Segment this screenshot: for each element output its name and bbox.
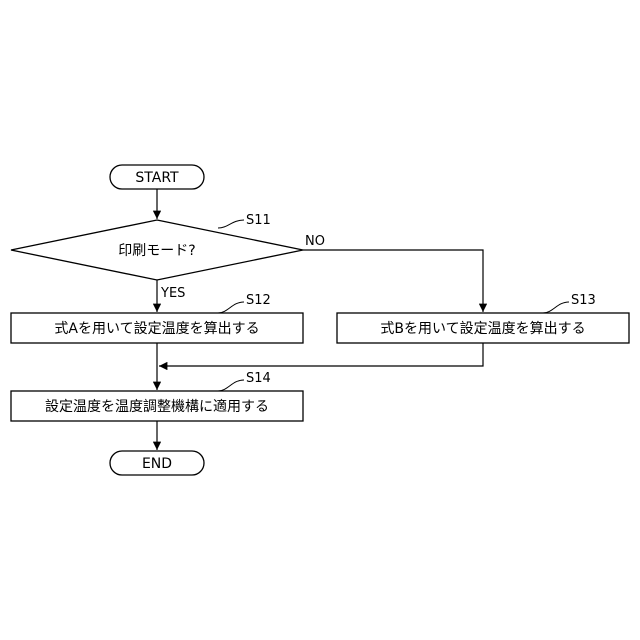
arrow-no-branch	[303, 250, 483, 312]
leader-s14	[218, 380, 244, 391]
step-label-s12: S12	[246, 293, 271, 308]
branch-no-label: NO	[305, 234, 325, 249]
end-terminal: END	[110, 451, 204, 475]
decision-s11: 印刷モード?	[11, 220, 303, 280]
end-label: END	[142, 456, 172, 472]
step-label-s13: S13	[571, 293, 596, 308]
process-s13: 式Bを用いて設定温度を算出する	[337, 313, 629, 343]
step-label-s11: S11	[246, 213, 271, 228]
decision-label: 印刷モード?	[118, 243, 195, 259]
process-s12-label: 式Aを用いて設定温度を算出する	[54, 321, 259, 337]
start-label: START	[135, 170, 179, 186]
start-terminal: START	[110, 165, 204, 189]
step-label-s14: S14	[246, 371, 271, 386]
branch-yes-label: YES	[160, 286, 185, 301]
process-s14-label: 設定温度を温度調整機構に適用する	[45, 398, 269, 415]
process-s12: 式Aを用いて設定温度を算出する	[11, 313, 303, 343]
leader-s12	[218, 302, 244, 313]
arrow-s13-merge	[159, 343, 483, 366]
leader-s13	[543, 302, 569, 313]
leader-s11	[218, 220, 244, 228]
process-s14: 設定温度を温度調整機構に適用する	[11, 391, 303, 421]
process-s13-label: 式Bを用いて設定温度を算出する	[380, 321, 585, 337]
